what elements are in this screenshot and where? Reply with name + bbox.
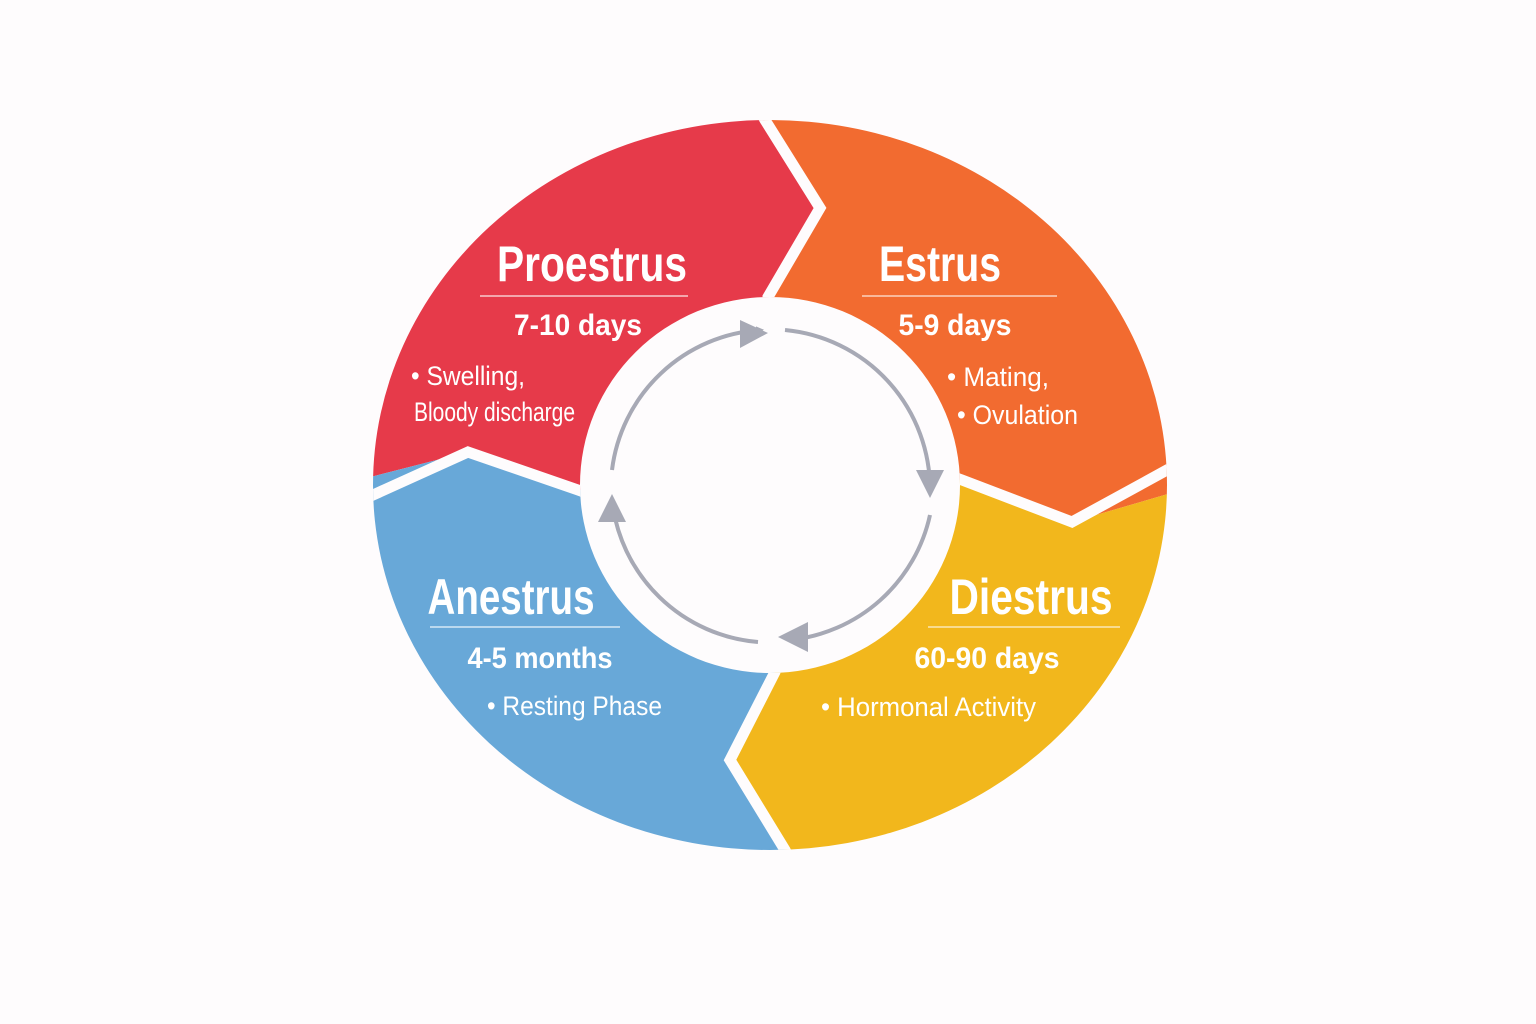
proestrus-title: Proestrus — [497, 236, 687, 292]
proestrus-bullet: • Swelling, — [411, 361, 525, 391]
estrus-bullet: • Mating, — [947, 362, 1049, 392]
estrus-duration: 5-9 days — [899, 309, 1012, 342]
segment-estrus — [760, 120, 1167, 522]
cycle-arrow-icon — [784, 328, 935, 494]
arrowhead-icon — [598, 494, 626, 522]
anestrus-duration: 4-5 months — [468, 642, 613, 675]
estrus-title: Estrus — [879, 236, 1001, 292]
cycle-arrow-icon — [786, 514, 932, 644]
segment-diestrus — [730, 470, 1167, 850]
segment-anestrus — [373, 452, 785, 850]
arrowhead-icon — [740, 320, 768, 348]
arrowhead-icon — [778, 622, 808, 652]
cycle-arrow-icon — [608, 496, 759, 644]
anestrus-bullet: • Resting Phase — [487, 691, 662, 721]
diestrus-duration: 60-90 days — [915, 642, 1060, 675]
estrus-bullet: • Ovulation — [957, 400, 1078, 430]
anestrus-title: Anestrus — [428, 569, 595, 625]
arrowhead-icon — [916, 470, 944, 498]
proestrus-bullet: Bloody discharge — [414, 397, 575, 427]
diestrus-title: Diestrus — [950, 569, 1113, 625]
diestrus-bullet: • Hormonal Activity — [821, 692, 1036, 722]
proestrus-duration: 7-10 days — [514, 309, 642, 342]
cycle-arrow-icon — [610, 326, 764, 471]
